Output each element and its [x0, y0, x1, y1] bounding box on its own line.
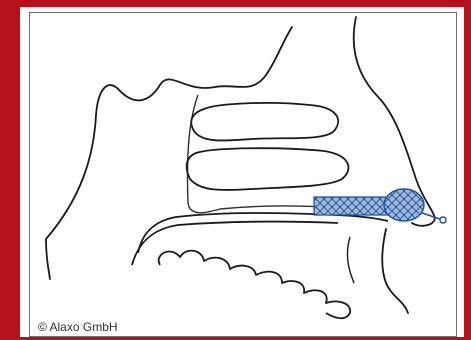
nasal-stent-illustration [20, 7, 464, 337]
copyright-credit: © Alaxo GmbH [38, 320, 118, 334]
stent-tip [422, 213, 440, 219]
stent-bulb-mesh [384, 189, 424, 221]
teeth-outline [159, 251, 351, 319]
cheek-line [347, 237, 354, 283]
upper-turbinate [191, 103, 338, 141]
stent-tip-ring [440, 217, 446, 223]
palate-outline [138, 213, 388, 253]
upper-lip-outline [382, 229, 408, 313]
stent-tube-mesh [314, 197, 390, 215]
nasal-cavity-contour [187, 95, 380, 213]
middle-turbinate [187, 148, 349, 190]
illustration-panel: © Alaxo GmbH [20, 7, 464, 337]
head-profile-outline [46, 27, 292, 279]
hard-palate-outline [132, 222, 338, 265]
